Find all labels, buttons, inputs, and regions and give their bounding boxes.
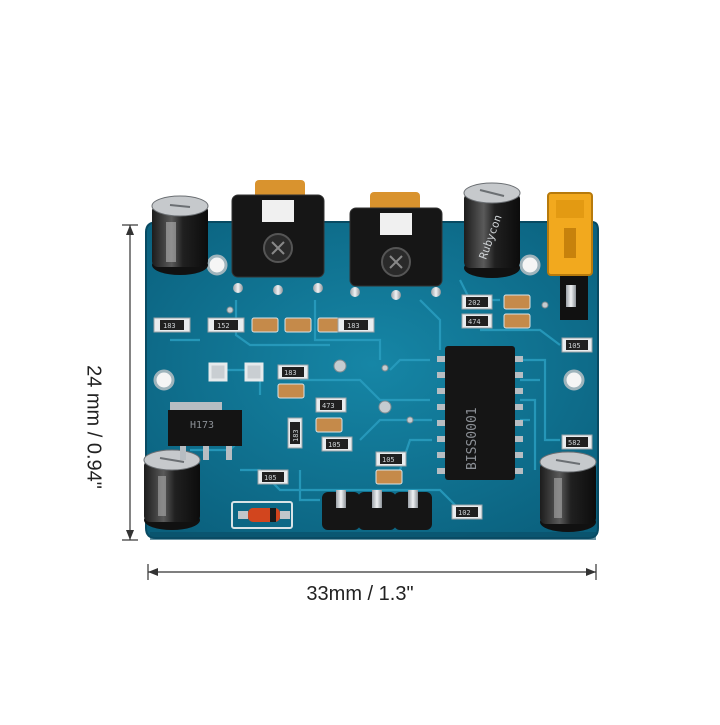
smd-cap-mid2	[315, 417, 343, 433]
smd-r5: 474	[461, 313, 493, 329]
smd-r13: 102	[451, 504, 483, 520]
smd-r8: 473	[315, 397, 347, 413]
smd-capacitors-row	[251, 317, 345, 333]
smd-r3: 183	[337, 317, 375, 333]
potentiometer-right	[349, 192, 443, 300]
svg-text:105: 105	[382, 456, 395, 464]
square-pads	[208, 362, 264, 382]
smd-capacitors-right	[503, 294, 531, 329]
jumper-header	[547, 192, 593, 320]
svg-text:105: 105	[328, 441, 341, 449]
svg-text:102: 102	[458, 509, 471, 517]
svg-text:105: 105	[264, 474, 277, 482]
ic-chip: BISS0001	[437, 346, 523, 480]
height-dimension-label: 24 mm / 0.94"	[82, 365, 105, 489]
dimension-lines	[122, 224, 597, 580]
smd-components: 183 152 183 202	[153, 294, 593, 520]
smd-r2: 152	[207, 317, 245, 333]
capacitor-bottom-left	[143, 449, 201, 530]
regulator-marking: H173	[190, 420, 214, 431]
diode	[231, 501, 293, 529]
svg-text:183: 183	[347, 322, 360, 330]
svg-text:183: 183	[163, 322, 176, 330]
capacitor-top-left	[151, 195, 209, 275]
vias	[226, 301, 549, 424]
smd-r7: 183	[277, 364, 309, 380]
voltage-regulator: H173	[168, 402, 242, 460]
svg-text:152: 152	[217, 322, 230, 330]
potentiometer-left	[231, 180, 325, 295]
capacitor-top-right: Rubycon	[463, 182, 521, 278]
ic-marking: BISS0001	[465, 407, 480, 470]
smd-r4: 202	[461, 294, 493, 310]
smd-r6: 105	[561, 337, 593, 353]
smd-cap-low	[375, 469, 403, 485]
smd-r14: 582	[561, 434, 593, 450]
svg-text:473: 473	[322, 402, 335, 410]
smd-r11: 105	[375, 451, 407, 467]
svg-text:474: 474	[468, 318, 481, 326]
svg-text:582: 582	[568, 439, 581, 447]
smd-r9: 183	[287, 417, 303, 449]
width-dimension-label: 33mm / 1.3"	[306, 583, 414, 605]
pin-header	[322, 490, 432, 530]
capacitor-bottom-right	[539, 451, 597, 532]
mounting-holes	[153, 254, 585, 391]
svg-text:183: 183	[292, 429, 300, 442]
smd-r1: 183	[153, 317, 191, 333]
svg-text:202: 202	[468, 299, 481, 307]
smd-r12: 105	[257, 469, 289, 485]
svg-text:105: 105	[568, 342, 581, 350]
svg-text:183: 183	[284, 369, 297, 377]
smd-r10: 105	[321, 436, 353, 452]
smd-cap-mid	[277, 383, 305, 399]
